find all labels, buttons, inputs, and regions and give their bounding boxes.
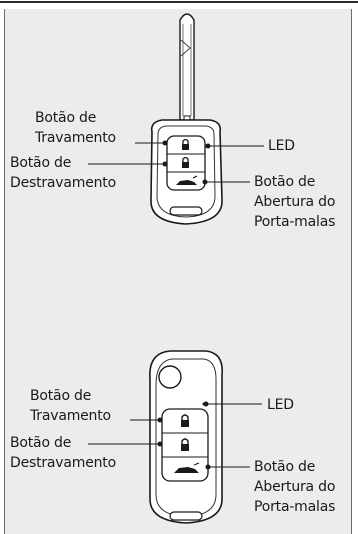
remote-key-figure-standard: Botão de Travamento Botão de Destravamen… bbox=[10, 13, 336, 230]
lock-icon bbox=[181, 414, 189, 427]
label-lock-button: Botão de Travamento bbox=[30, 388, 111, 424]
lock-icon bbox=[182, 138, 189, 150]
label-lock-button: Botão de Travamento bbox=[35, 110, 116, 146]
key-blade-icon bbox=[179, 13, 195, 125]
lock-icon bbox=[182, 156, 189, 168]
leader-lines bbox=[88, 140, 264, 185]
frame-top-rule bbox=[0, 1, 358, 3]
label-trunk-button: Botão de Abertura do Porta-malas bbox=[254, 459, 336, 515]
lock-icon bbox=[181, 438, 189, 451]
button-pad bbox=[161, 408, 209, 482]
trunk-icon bbox=[176, 175, 198, 185]
trunk-icon bbox=[174, 462, 200, 473]
label-led: LED bbox=[267, 397, 294, 413]
button-pad bbox=[166, 135, 206, 191]
remote-key-figure-folding: Botão de Travamento Botão de Destravamen… bbox=[0, 267, 358, 534]
standard-key-illustration bbox=[88, 13, 264, 225]
label-led: LED bbox=[268, 138, 295, 154]
leader-lines bbox=[88, 401, 262, 470]
label-unlock-button: Botão de Destravamento bbox=[10, 435, 116, 471]
folding-key-illustration bbox=[88, 350, 262, 524]
label-trunk-button: Botão de Abertura do Porta-malas bbox=[254, 174, 336, 230]
label-unlock-button: Botão de Destravamento bbox=[10, 155, 116, 191]
